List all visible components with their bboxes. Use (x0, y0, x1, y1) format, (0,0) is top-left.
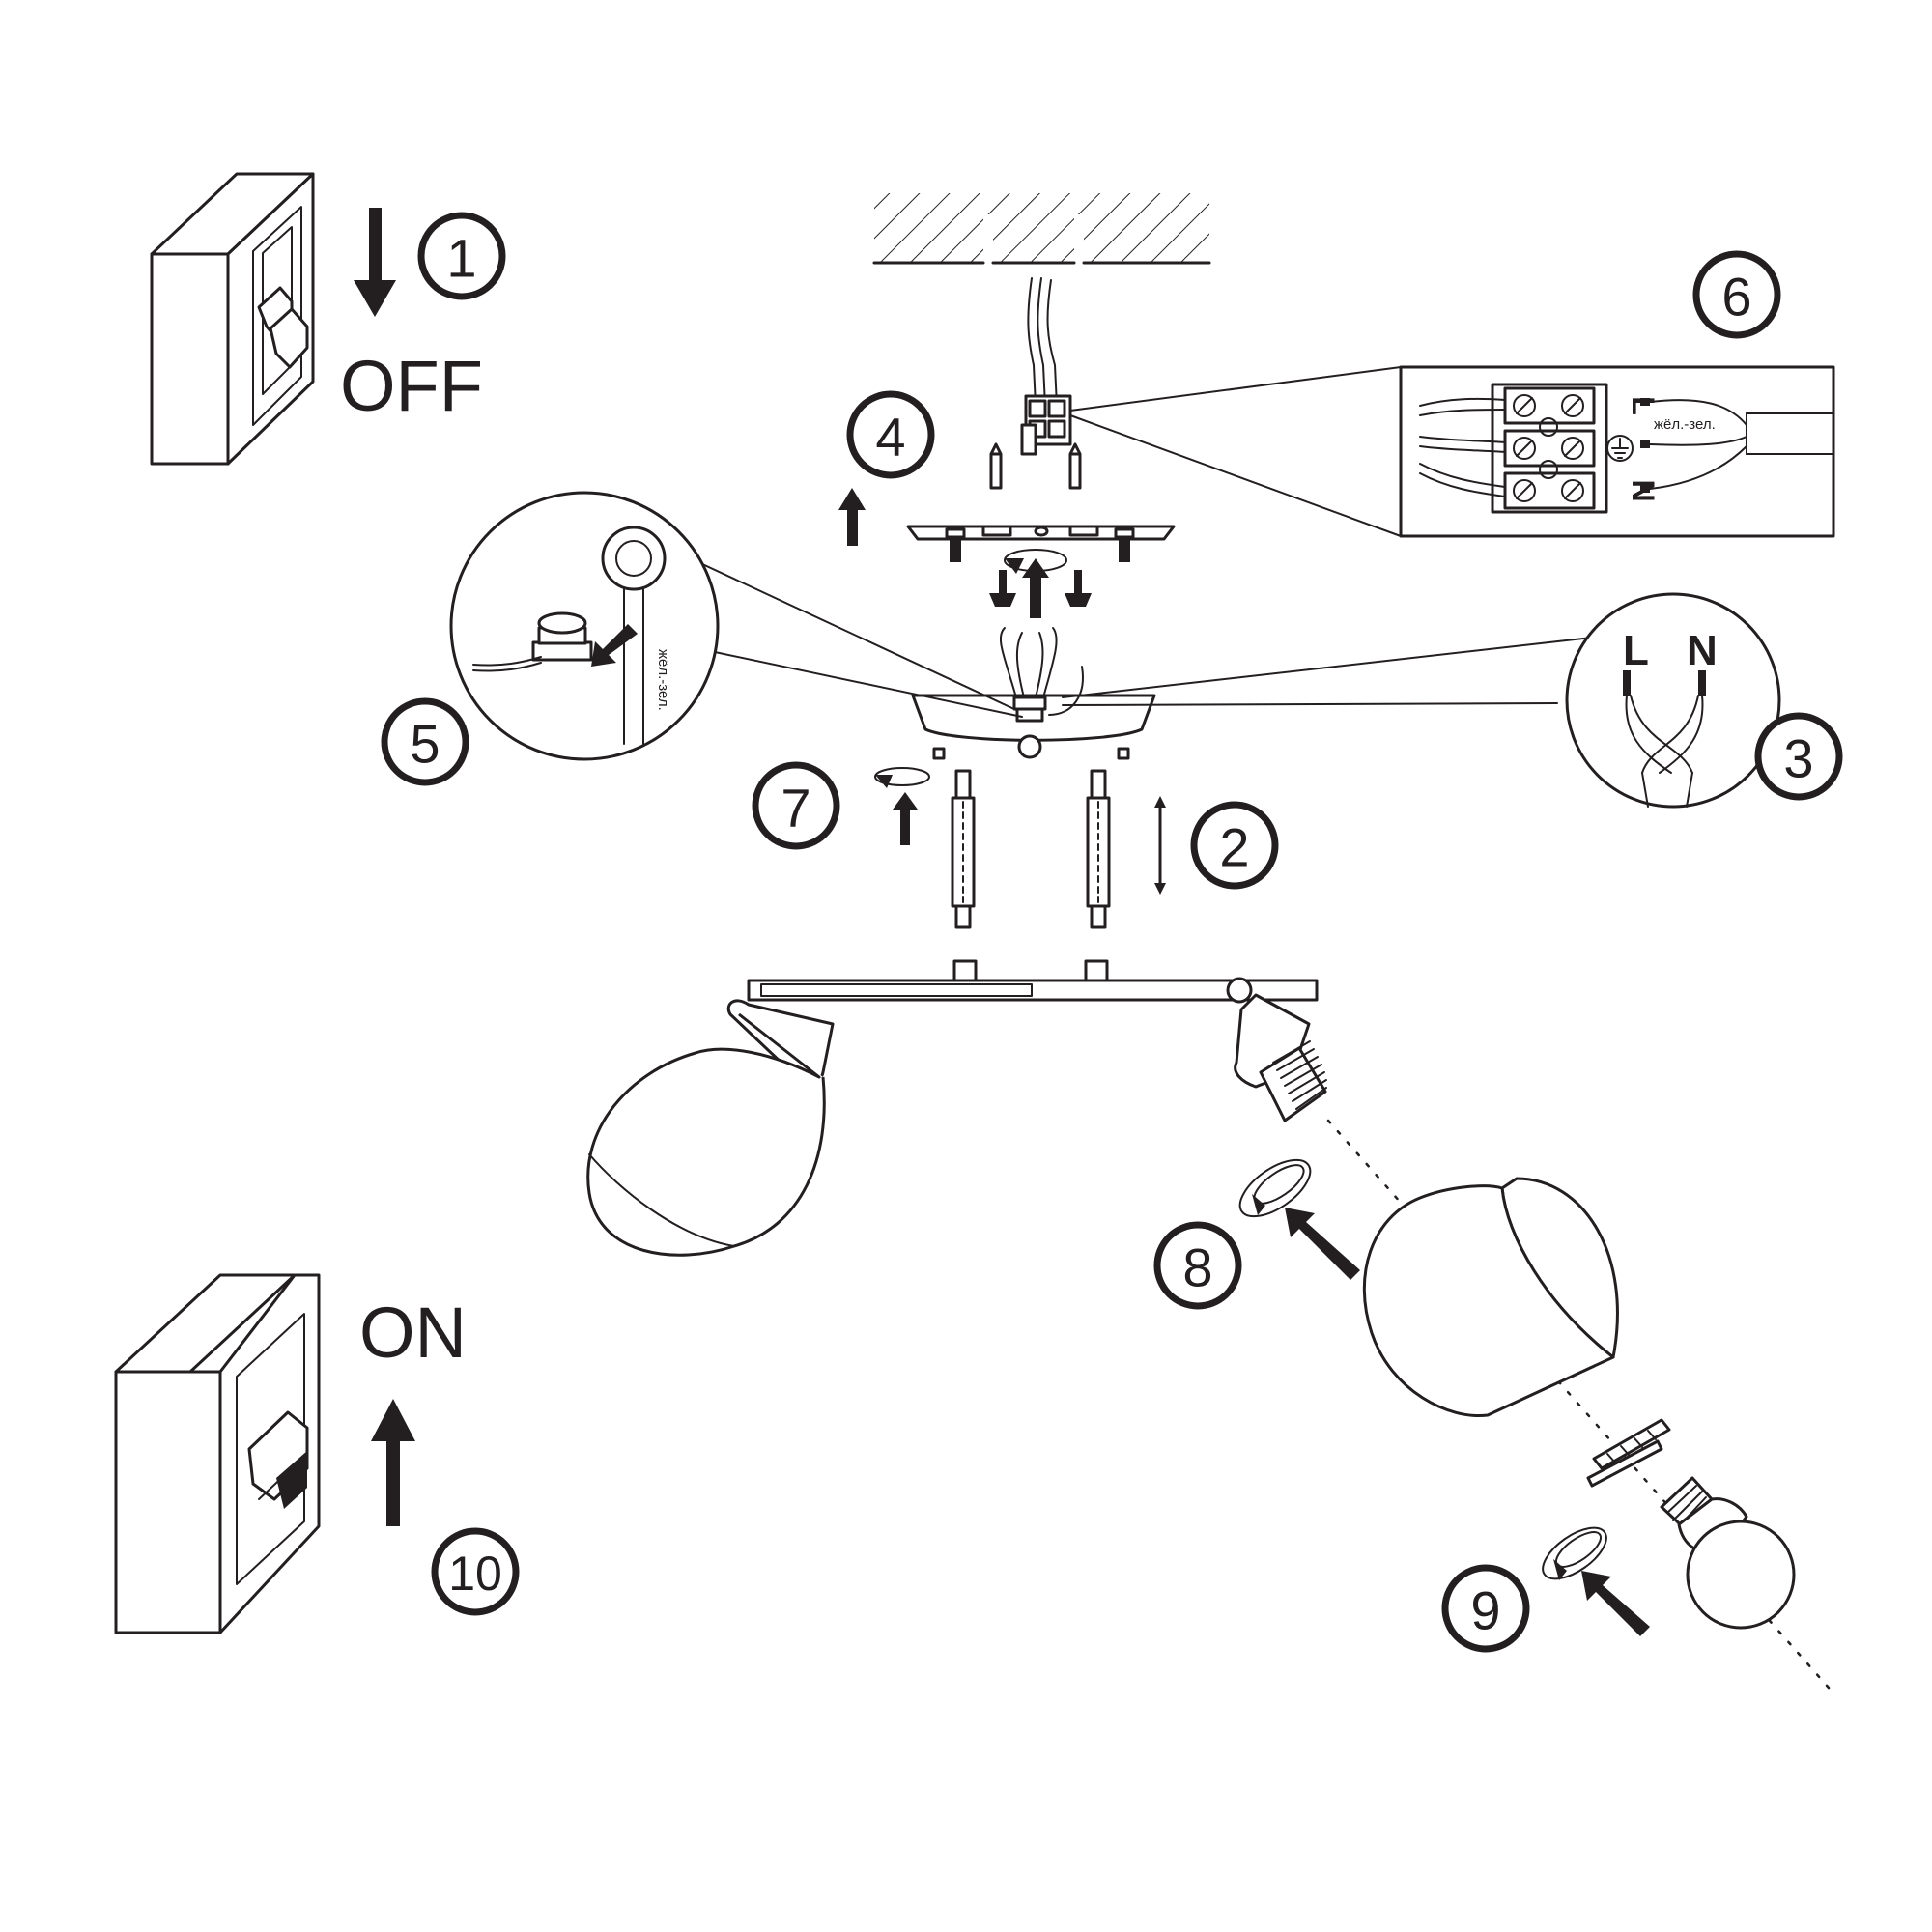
arrow-down-icon (354, 208, 396, 317)
glass-shade-right (1362, 1177, 1619, 1418)
arrow-into-nut-icon (591, 624, 638, 667)
step-2-number: 2 (1219, 817, 1249, 878)
earth-wire-label: жёл.-зел. (655, 649, 671, 711)
off-label: OFF (340, 346, 483, 426)
lamp-side-wires (1419, 397, 1506, 497)
mounting-bracket (906, 525, 1176, 562)
arrow-diagonal-8-icon (1285, 1208, 1360, 1280)
earth-detail-callout: жёл.-зел. (449, 491, 1023, 761)
step-4-group: 4 (838, 390, 935, 546)
threaded-rod-right (1086, 769, 1111, 929)
light-bulb (1660, 1476, 1796, 1630)
step-1-circle (417, 212, 506, 300)
detail-neutral-label: N (1687, 627, 1718, 674)
switch-on-group: ON 10 (114, 1273, 520, 1634)
step-4-circle (846, 390, 935, 479)
shade-gasket (1586, 1418, 1671, 1488)
arrow-up-nut-icon (893, 792, 918, 845)
step-5-number: 5 (410, 714, 440, 775)
ring-nut-9 (1542, 1526, 1607, 1580)
wall-switch-on (114, 1273, 321, 1634)
terminal-block-small (1020, 394, 1072, 456)
wall-switch-off (150, 172, 315, 466)
step-9-number: 9 (1470, 1580, 1500, 1641)
step-3-number: 3 (1783, 728, 1813, 789)
lamp-bar (747, 959, 1319, 1004)
step-5-circle (381, 697, 469, 786)
step-2-group: 2 (1154, 796, 1279, 895)
threaded-rod-left (951, 769, 976, 929)
step-3-circle (1754, 712, 1843, 801)
step-10-number: 10 (448, 1547, 502, 1601)
bracket-screw-right (1114, 527, 1135, 562)
step-8-circle (1153, 1221, 1242, 1310)
step-10-circle (431, 1527, 520, 1616)
step-7-number: 7 (781, 778, 810, 838)
terminal-detail-callout: L N жёл.-зел. (1069, 365, 1835, 538)
arrow-up-icon (371, 1399, 415, 1526)
step-1-number: 1 (446, 228, 476, 289)
on-label: ON (359, 1293, 467, 1373)
arrow-diagonal-9-icon (1581, 1571, 1650, 1636)
supply-wires (1027, 277, 1058, 407)
bracket-screw-left (945, 527, 966, 562)
earth-symbol-icon (1606, 435, 1634, 462)
ceiling (872, 193, 1211, 265)
wall-plug-left (989, 442, 1003, 490)
earth-nut (531, 611, 593, 662)
step-6-circle (1692, 250, 1781, 339)
live-neutral-callout: L N (1062, 592, 1781, 809)
detail-live-label: L (1623, 627, 1649, 674)
ring-nut-8 (1238, 1158, 1312, 1218)
step-2-circle (1190, 801, 1279, 890)
step-9-circle (1441, 1564, 1530, 1653)
socket-right (1234, 993, 1327, 1122)
lamp-shade-left (586, 999, 835, 1257)
canopy (911, 627, 1156, 760)
earth-ring-terminal (601, 526, 667, 745)
step-4-number: 4 (875, 407, 905, 468)
mains-earth-label: жёл.-зел. (1654, 416, 1716, 433)
nut-rotate-icon (874, 767, 930, 788)
fixing-screw-right (1065, 570, 1092, 607)
step-8-number: 8 (1182, 1237, 1212, 1298)
arrow-up-center-icon (1022, 558, 1049, 618)
step-7-circle (752, 761, 840, 850)
terminal-block-large (1491, 383, 1608, 514)
mains-side-wires (1640, 398, 1834, 493)
arrow-up-small-icon (838, 488, 866, 546)
step-7-group: 7 (752, 761, 930, 850)
fixing-screw-left (989, 570, 1016, 607)
wall-plug-right (1068, 442, 1082, 490)
step-6-number: 6 (1721, 267, 1751, 327)
switch-off-group: OFF 1 (150, 172, 506, 466)
